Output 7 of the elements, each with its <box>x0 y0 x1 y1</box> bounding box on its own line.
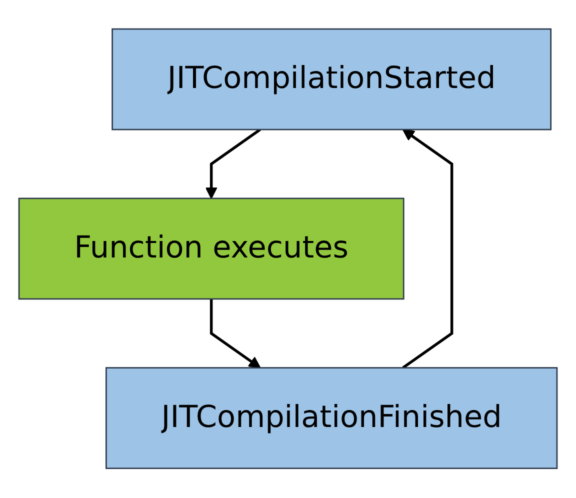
node-box <box>106 367 558 470</box>
node-box <box>112 28 552 131</box>
flowchart: JITCompilationStarted Function executes JITCompilationFinished <box>8 18 568 480</box>
arrow <box>210 299 261 369</box>
arrow <box>402 129 454 370</box>
arrow <box>205 128 261 200</box>
node-box <box>18 198 404 300</box>
